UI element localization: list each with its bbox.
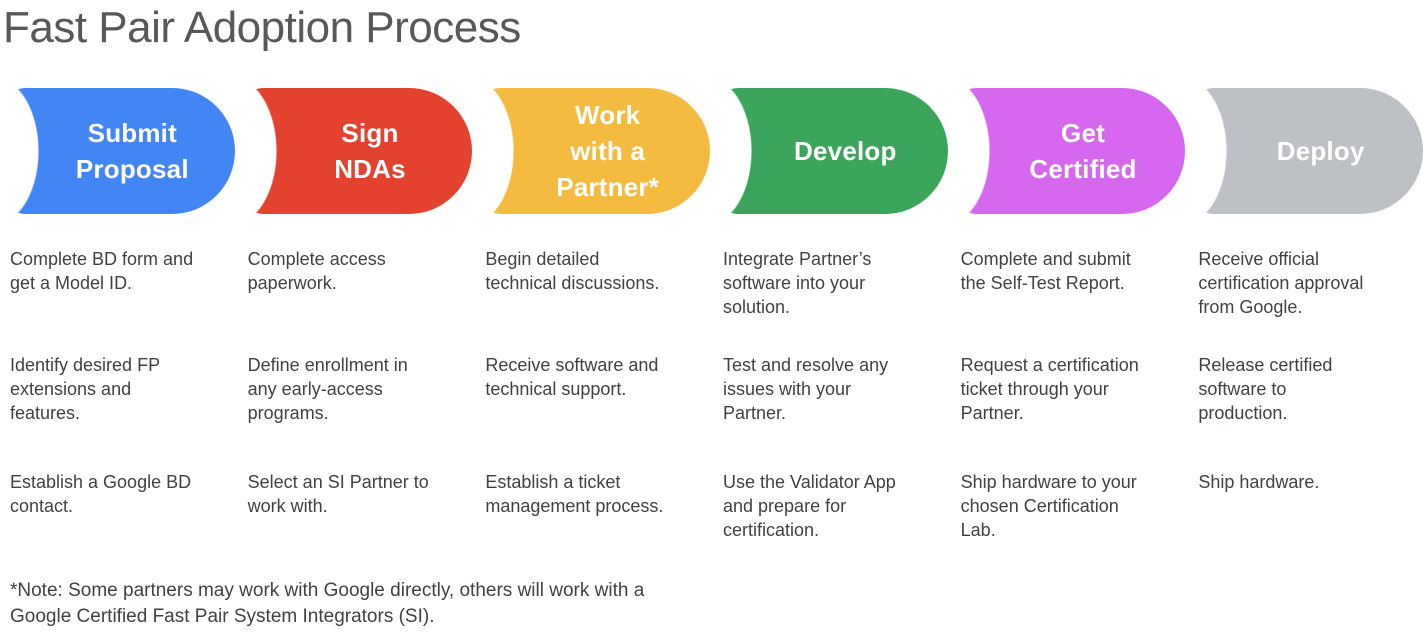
stage-item: Complete BD form and get a Model ID.	[10, 249, 194, 293]
stage-item: Identify desired FP extensions and featu…	[10, 355, 161, 423]
page-title: Fast Pair Adoption Process	[3, 3, 521, 52]
stage-item: Establish a ticket management process.	[485, 472, 664, 516]
stage-item: Request a certification ticket through y…	[960, 355, 1139, 423]
stage-item: Receive official certification approval …	[1198, 249, 1364, 317]
stage-label-deploy: Deploy	[1276, 136, 1365, 166]
stage-item: Release certified software to production…	[1198, 355, 1333, 423]
stage-item: Complete access paperwork.	[247, 249, 386, 293]
stage-item: Integrate Partner’s software into your s…	[723, 249, 872, 317]
stage-item: Test and resolve any issues with your Pa…	[723, 355, 889, 423]
stage-item: Select an SI Partner to work with.	[247, 472, 429, 516]
stage-chip-deploy: Deploy	[1188, 88, 1423, 214]
stage-item: Ship hardware.	[1198, 472, 1320, 492]
stage-item: Begin detailed technical discussions.	[485, 249, 660, 293]
process-stages-row: Submit Proposal Sign NDAs Work with a Pa…	[0, 88, 1423, 214]
stage-item: Receive software and technical support.	[485, 355, 659, 399]
stage-label-get-certified: Get Certified	[1029, 118, 1137, 184]
stage-chip-develop: Develop	[713, 88, 948, 214]
stage-item: Define enrollment in any early-access pr…	[247, 355, 408, 423]
footnote: *Note: Some partners may work with Googl…	[10, 580, 645, 627]
stage-label-sign-ndas: Sign NDAs	[334, 118, 406, 184]
stage-chip-work-with-a-partner: Work with a Partner*	[475, 88, 710, 214]
stage-item: Ship hardware to your chosen Certificati…	[960, 472, 1137, 540]
stage-chip-submit-proposal: Submit Proposal	[0, 88, 235, 214]
stage-chip-get-certified: Get Certified	[950, 88, 1186, 214]
stage-item: Use the Validator App and prepare for ce…	[723, 472, 896, 540]
stage-details-grid: Complete BD form and get a Model ID. Ide…	[0, 247, 1423, 542]
stage-label-submit-proposal: Submit Proposal	[75, 118, 189, 184]
stage-chip-sign-ndas: Sign NDAs	[237, 88, 473, 214]
stage-item: Complete and submit the Self-Test Report…	[960, 249, 1131, 293]
stage-label-develop: Develop	[794, 136, 897, 166]
stage-item: Establish a Google BD contact.	[10, 472, 192, 516]
stage-label-work-with-a-partner: Work with a Partner*	[556, 100, 660, 202]
